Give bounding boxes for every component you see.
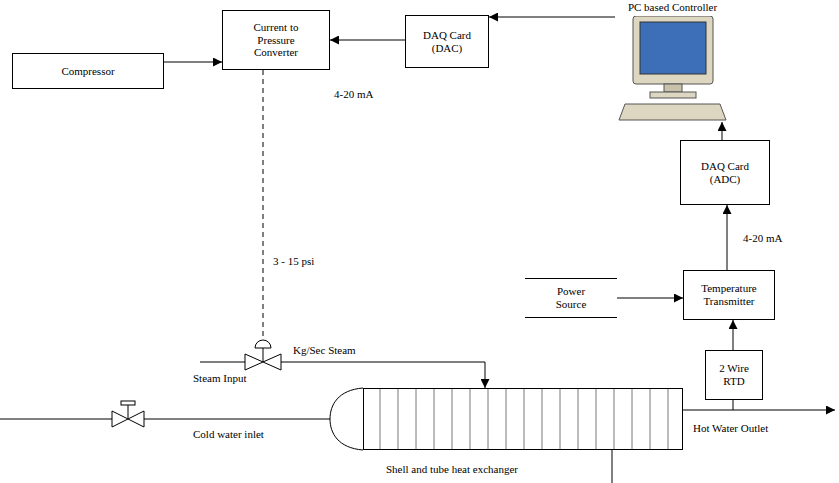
computer-icon <box>615 16 730 122</box>
tube-line <box>470 389 471 449</box>
sensor-lead <box>733 400 734 410</box>
valve-stem <box>263 348 264 362</box>
stream-label: Steam Input <box>192 372 247 384</box>
signal-arrow <box>733 320 734 350</box>
node-label: Compressor <box>61 65 114 78</box>
tube-line <box>650 389 651 449</box>
tube-line <box>524 389 525 449</box>
pneumatic-signal-line <box>263 70 264 340</box>
process-box: Temperature Transmitter <box>683 270 775 320</box>
controller-computer: PC based Controller <box>615 0 730 122</box>
node-label: Power Source <box>546 285 596 310</box>
process-box: DAQ Card (DAC) <box>405 15 489 68</box>
power-band: Power Source <box>525 278 617 318</box>
node-label: 2 Wire RTD <box>714 362 754 387</box>
tube-line <box>614 389 615 449</box>
tube-line <box>578 389 579 449</box>
monitor-bezel <box>633 16 713 84</box>
tube-line <box>596 389 597 449</box>
process-box: DAQ Card (ADC) <box>680 140 770 205</box>
process-box: 2 Wire RTD <box>705 350 763 400</box>
heat-exchanger-shell: Shell and tube heat exchanger <box>363 388 683 450</box>
monitor-base <box>650 92 696 98</box>
node-label: DAQ Card (DAC) <box>419 29 475 54</box>
tube-line <box>668 389 669 449</box>
stream-label: 3 - 15 psi <box>272 255 315 267</box>
node-label: Current to Pressure Converter <box>245 21 307 59</box>
stream-label: Kg/Sec Steam <box>292 344 357 356</box>
control-valve-symbol <box>245 354 281 370</box>
monitor-screen <box>640 22 706 74</box>
steam-pipe <box>200 362 245 363</box>
tube-line <box>416 389 417 449</box>
tube-line <box>380 389 381 449</box>
drain-pipe <box>612 450 613 483</box>
signal-arrow <box>727 205 728 270</box>
stream-label: Cold water inlet <box>192 428 265 440</box>
process-box: Compressor <box>12 53 164 89</box>
node-label: PC based Controller <box>628 1 717 14</box>
valve-actuator <box>255 340 271 348</box>
hand-valve-handle <box>121 401 135 405</box>
exchanger-label: Shell and tube heat exchanger <box>386 463 518 476</box>
monitor-neck <box>664 84 682 92</box>
node-label: Temperature Transmitter <box>689 282 769 307</box>
hand-valve-symbol <box>112 411 144 427</box>
tube-line <box>434 389 435 449</box>
exchanger-tubes <box>380 389 668 449</box>
process-box: Current to Pressure Converter <box>222 10 330 70</box>
steam-pipe <box>281 362 485 388</box>
tube-line <box>488 389 489 449</box>
node-label: DAQ Card (ADC) <box>697 160 753 185</box>
tube-line <box>542 389 543 449</box>
signal-label: 4-20 mA <box>742 232 783 244</box>
keyboard <box>619 104 726 120</box>
signal-arrow <box>164 62 222 63</box>
water-pipe <box>683 410 835 411</box>
tube-line <box>632 389 633 449</box>
signal-arrow <box>489 17 615 18</box>
signal-label: 4-20 mA <box>333 88 374 100</box>
tube-line <box>560 389 561 449</box>
water-pipe <box>144 419 330 420</box>
water-pipe <box>0 419 112 420</box>
tube-line <box>398 389 399 449</box>
signal-arrow <box>722 122 723 140</box>
stream-label: Hot Water Outlet <box>692 422 769 434</box>
tube-line <box>506 389 507 449</box>
exchanger-head <box>330 388 363 450</box>
tube-line <box>452 389 453 449</box>
signal-arrow <box>330 40 405 41</box>
valve-stem <box>128 405 129 419</box>
signal-arrow <box>617 298 683 299</box>
